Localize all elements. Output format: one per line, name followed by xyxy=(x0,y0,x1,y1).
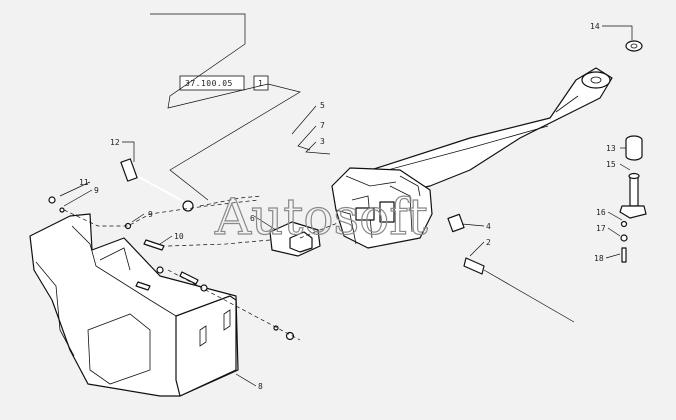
callout-16: 16 xyxy=(596,208,606,217)
part-14-washer xyxy=(625,40,643,52)
reference-code: 37.100.05 xyxy=(185,79,233,88)
callout-6: 6 xyxy=(250,214,255,223)
lift-arm xyxy=(345,67,613,199)
callout-11: 11 xyxy=(79,178,89,187)
callout-18: 18 xyxy=(594,254,604,263)
callout-labels: 14 5 7 3 12 13 15 11 9 9 6 10 4 16 17 2 … xyxy=(79,22,616,391)
callout-12: 12 xyxy=(110,138,120,147)
part-13-bushing xyxy=(625,135,643,161)
reference-bracket xyxy=(150,13,301,201)
callout-10: 10 xyxy=(174,232,184,241)
callout-5: 5 xyxy=(320,101,325,110)
arm-bracket xyxy=(331,167,433,249)
callout-13: 13 xyxy=(606,144,616,153)
callout-15: 15 xyxy=(606,160,616,169)
callout-9-lower: 9 xyxy=(148,210,153,219)
part-15-pin xyxy=(619,172,647,219)
callout-3: 3 xyxy=(320,137,325,146)
callout-9-upper: 9 xyxy=(94,186,99,195)
reference-box: 37.100.05 1 xyxy=(179,75,269,91)
callout-2: 2 xyxy=(486,238,491,247)
callout-4: 4 xyxy=(486,222,491,231)
callout-14: 14 xyxy=(590,22,600,31)
part-12-pin xyxy=(120,158,194,212)
assembly-lines xyxy=(63,195,341,341)
callout-8: 8 xyxy=(258,382,263,391)
hardware-16-17-18 xyxy=(620,220,628,263)
reference-sheet: 1 xyxy=(258,79,263,88)
watermark-text: Autosoft xyxy=(214,188,428,246)
callout-17: 17 xyxy=(596,224,606,233)
part-2-rod xyxy=(463,257,575,323)
leader-lines xyxy=(59,25,633,387)
callout-7: 7 xyxy=(320,121,325,130)
fasteners xyxy=(48,196,295,341)
part-4-block xyxy=(447,213,465,233)
part-8-frame xyxy=(29,213,239,397)
part-6-pad xyxy=(269,221,321,257)
